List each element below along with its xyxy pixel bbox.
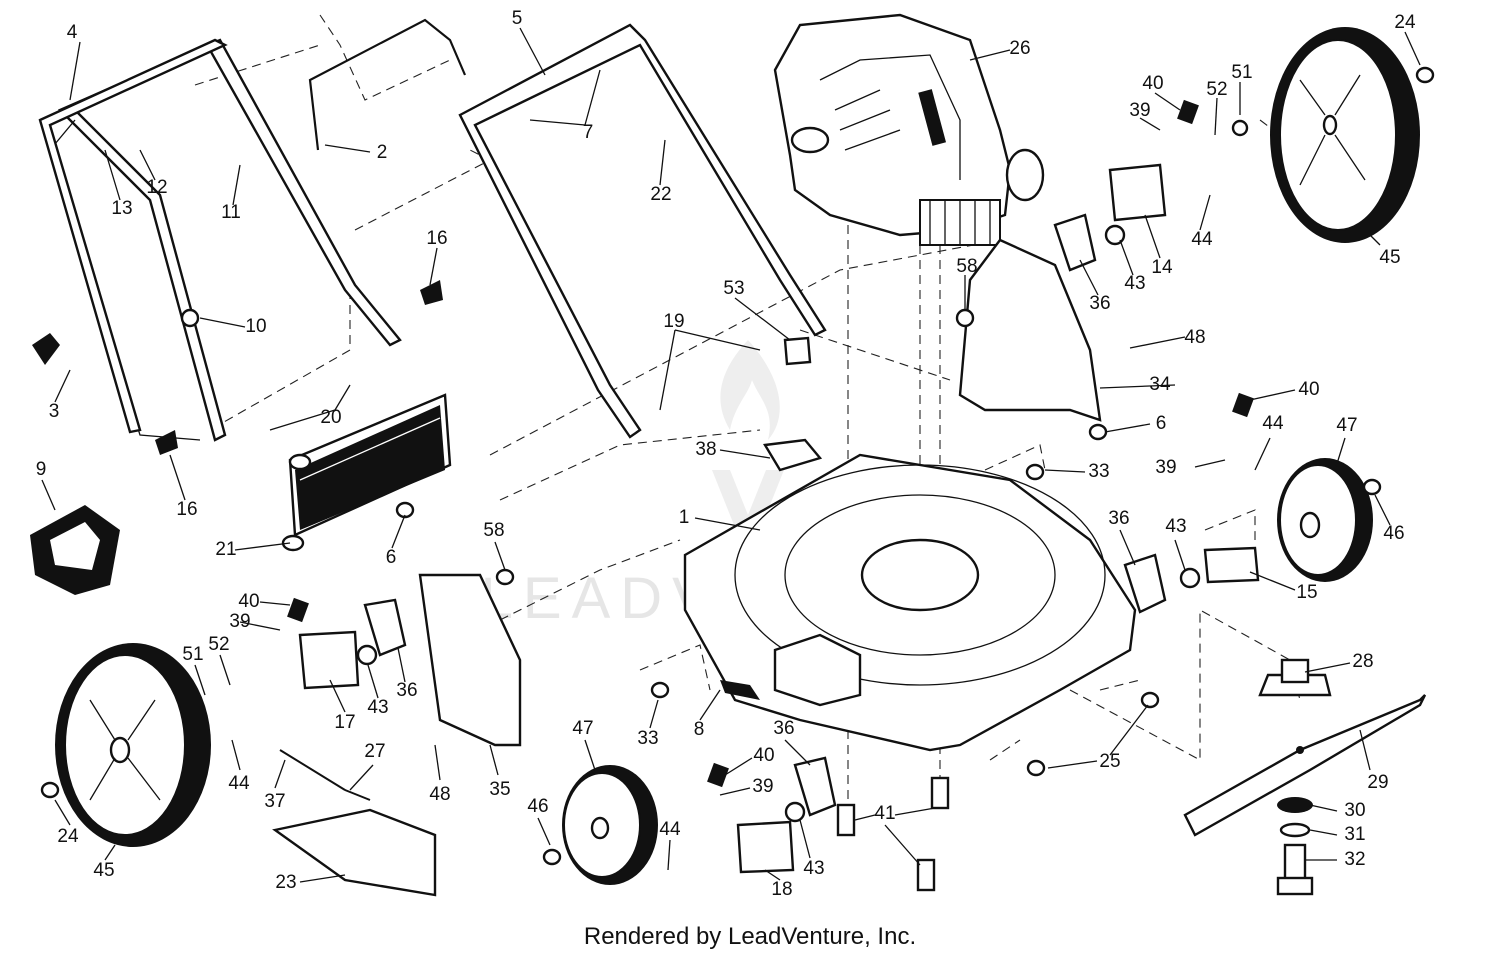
leader-lines (41, 27, 1421, 883)
callout-16: 16 (426, 228, 447, 249)
callout-9: 9 (36, 459, 47, 480)
blade (1183, 694, 1427, 837)
callout-40c: 40 (238, 591, 259, 612)
callout-15: 15 (1296, 582, 1317, 603)
callout-39b: 39 (1155, 457, 1176, 478)
callout-36d: 36 (773, 718, 794, 739)
callout-16b: 16 (176, 499, 197, 520)
callout-14: 14 (1151, 257, 1173, 278)
callout-22: 22 (650, 184, 671, 205)
callout-58: 58 (956, 256, 977, 277)
callout-17: 17 (334, 712, 355, 733)
callout-21: 21 (215, 539, 236, 560)
callout-27: 27 (364, 741, 385, 762)
callout-58b: 58 (483, 520, 504, 541)
callout-52b: 52 (208, 634, 229, 655)
height-brackets (418, 238, 1102, 747)
callout-48b: 48 (429, 784, 450, 805)
callout-40d: 40 (753, 745, 774, 766)
callout-4: 4 (67, 22, 78, 43)
callout-35: 35 (489, 779, 510, 800)
callout-1: 1 (679, 507, 690, 528)
rear-wheel-left (55, 643, 211, 847)
callout-43b: 43 (1165, 516, 1186, 537)
callout-11: 11 (221, 202, 241, 223)
callout-33b: 33 (637, 728, 658, 749)
front-wheel-left (562, 765, 658, 885)
callout-44b: 44 (1262, 413, 1284, 434)
callout-30: 30 (1344, 800, 1365, 821)
control-bail (308, 18, 467, 151)
callout-40b: 40 (1298, 379, 1319, 400)
callout-31: 31 (1344, 824, 1365, 845)
bag-handle (30, 505, 120, 595)
callout-18: 18 (771, 879, 792, 900)
upper-handle-left (38, 38, 402, 442)
callout-36: 36 (1089, 293, 1110, 314)
blade-hardware (1258, 658, 1332, 896)
callout-41: 41 (874, 803, 895, 824)
callout-43d: 43 (803, 858, 824, 879)
callout-36b: 36 (1108, 508, 1129, 529)
callout-46b: 46 (527, 796, 548, 817)
callout-45: 45 (1379, 247, 1400, 268)
callout-10: 10 (245, 316, 266, 337)
callout-48: 48 (1184, 327, 1205, 348)
callout-29: 29 (1367, 772, 1388, 793)
callout-43: 43 (1124, 273, 1145, 294)
fasteners (32, 66, 1435, 892)
callout-12: 12 (146, 177, 167, 198)
callout-25: 25 (1099, 751, 1120, 772)
mower-deck (683, 453, 1137, 752)
callout-40: 40 (1142, 73, 1163, 94)
callout-44c: 44 (228, 773, 250, 794)
callout-44: 44 (1191, 229, 1213, 250)
callout-39: 39 (1129, 100, 1150, 121)
callout-47: 47 (1336, 415, 1357, 436)
callout-20: 20 (320, 407, 341, 428)
callout-19: 19 (663, 311, 684, 332)
callout-2: 2 (377, 142, 388, 163)
callout-45b: 45 (93, 860, 114, 881)
callout-5: 5 (512, 8, 523, 29)
callout-44d: 44 (659, 819, 681, 840)
callout-36c: 36 (396, 680, 417, 701)
callout-33: 33 (1088, 461, 1109, 482)
callout-7: 7 (583, 122, 594, 143)
callout-3: 3 (49, 401, 60, 422)
callout-53: 53 (723, 278, 744, 299)
callout-38: 38 (695, 439, 716, 460)
callout-34: 34 (1149, 374, 1171, 395)
callout-13: 13 (111, 198, 132, 219)
callout-28: 28 (1352, 651, 1373, 672)
upper-handle-right (458, 23, 827, 439)
rear-wheel-right (1270, 27, 1420, 243)
flame-logo-icon (720, 340, 780, 440)
front-wheel-right (1277, 458, 1373, 582)
callout-24b: 24 (57, 826, 79, 847)
callout-43c: 43 (367, 697, 388, 718)
callout-52: 52 (1206, 79, 1227, 100)
callout-39d: 39 (752, 776, 773, 797)
callout-24: 24 (1394, 12, 1416, 33)
callout-23: 23 (275, 872, 296, 893)
callout-46: 46 (1383, 523, 1404, 544)
discharge-door (272, 808, 437, 897)
callout-26: 26 (1009, 38, 1030, 59)
rear-shield (281, 393, 452, 552)
callout-6b: 6 (386, 547, 397, 568)
callout-51b: 51 (182, 644, 203, 665)
callout-51: 51 (1231, 62, 1252, 83)
callout-8: 8 (694, 719, 705, 740)
footer-credit: Rendered by LeadVenture, Inc. (584, 923, 916, 950)
callout-47b: 47 (572, 718, 593, 739)
engine (773, 13, 1045, 246)
v-logo-icon (712, 470, 784, 560)
callout-6: 6 (1156, 413, 1167, 434)
callout-37: 37 (264, 791, 285, 812)
callout-32: 32 (1344, 849, 1365, 870)
callout-labels: 4 5 26 24 40 52 51 39 2 7 13 12 11 22 44… (36, 8, 1416, 900)
callout-39c: 39 (229, 611, 250, 632)
